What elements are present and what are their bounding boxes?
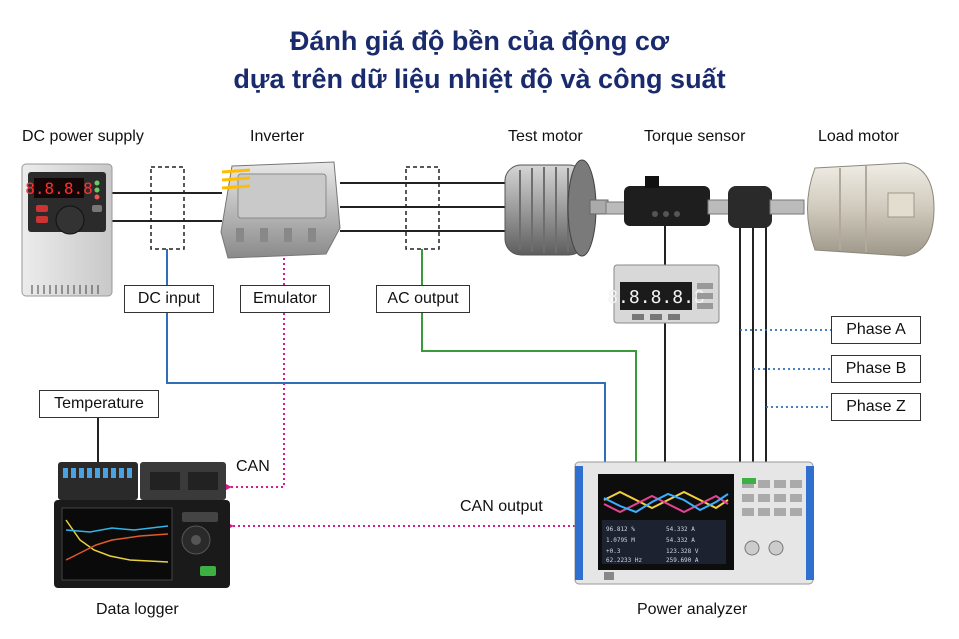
- emulator-box: Emulator: [240, 285, 330, 313]
- title-line-1: Đánh giá độ bền của động cơ: [289, 26, 670, 56]
- svg-text:259.690 A: 259.690 A: [666, 557, 699, 564]
- svg-text:54.332 A: 54.332 A: [666, 526, 695, 533]
- can-emulator-line: [216, 258, 285, 495]
- torque-sensor-image: [605, 176, 805, 228]
- inverter-label: Inverter: [250, 128, 305, 145]
- dc-power-supply-image: 8.8.8.8: [21, 163, 113, 297]
- ac-output-line: [421, 249, 637, 462]
- power-analyzer-image: 96.812 % 54.332 A 1.0795 M 54.332 A +0.3 12…: [574, 461, 814, 585]
- power-wires: [97, 182, 767, 462]
- can-label: CAN: [236, 458, 270, 475]
- svg-text:62.2233 Hz: 62.2233 Hz: [606, 557, 643, 564]
- load-motor-image: [807, 162, 935, 257]
- load-motor-label: Load motor: [818, 128, 899, 145]
- svg-text:8.8.8.8: 8.8.8.8: [25, 179, 92, 198]
- ac-output-box: AC output: [376, 285, 470, 313]
- title-line-2: dựa trên dữ liệu nhiệt độ và công suất: [233, 64, 726, 94]
- ac-current-sensor: [405, 166, 440, 250]
- phase-z-box: Phase Z: [831, 393, 921, 421]
- torque-display-image: 8.8.8.8.8: [607, 264, 720, 324]
- phase-a-box: Phase A: [831, 316, 921, 344]
- test-motor-image: [504, 159, 609, 257]
- dc-power-supply-label: DC power supply: [22, 128, 144, 145]
- inverter-image: [220, 161, 341, 259]
- svg-text:96.812 %: 96.812 %: [606, 526, 635, 533]
- data-logger-label: Data logger: [96, 601, 179, 618]
- torque-sensor-label: Torque sensor: [644, 128, 746, 145]
- power-analyzer-label: Power analyzer: [637, 601, 748, 618]
- svg-text:1.0795 M: 1.0795 M: [606, 537, 635, 544]
- data-logger-image: [54, 462, 230, 588]
- dc-current-sensor: [150, 166, 185, 250]
- svg-text:54.332 A: 54.332 A: [666, 537, 695, 544]
- svg-text:8.8.8.8.8: 8.8.8.8.8: [607, 287, 705, 308]
- svg-text:+0.3: +0.3: [606, 548, 621, 555]
- diagram-title: Đánh giá độ bền của động cơ dựa trên dữ …: [0, 22, 959, 98]
- temperature-box: Temperature: [39, 390, 159, 418]
- svg-text:123.328 V: 123.328 V: [666, 548, 699, 555]
- dc-input-line: [166, 249, 606, 462]
- phase-b-box: Phase B: [831, 355, 921, 383]
- dc-input-box: DC input: [124, 285, 214, 313]
- phase-lines: [740, 329, 831, 408]
- test-motor-label: Test motor: [508, 128, 583, 145]
- can-output-label: CAN output: [460, 498, 543, 515]
